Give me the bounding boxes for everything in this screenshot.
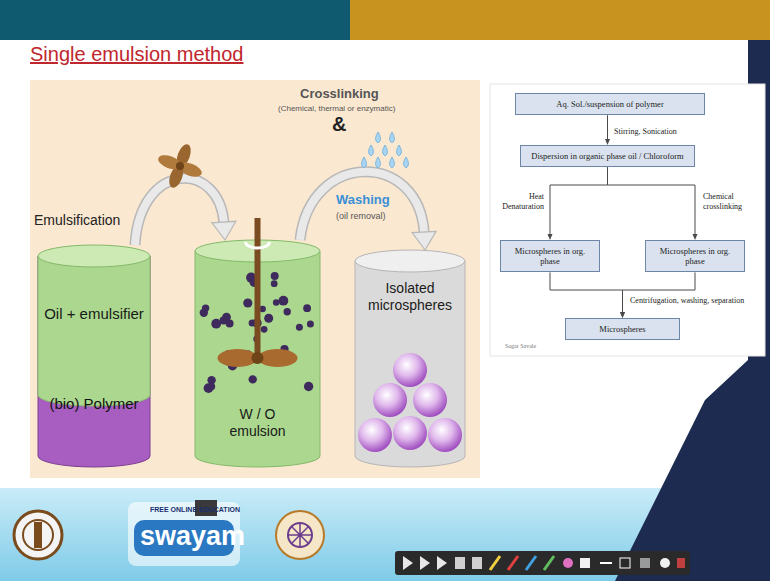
connector-line	[550, 167, 608, 234]
flow-connector	[608, 167, 698, 240]
flow-connector	[620, 272, 695, 318]
process-box: Dispersion in organic phase oil / Chloro…	[520, 145, 695, 167]
vessel-label: Isolated microspheres	[355, 280, 465, 314]
step-heading: Crosslinking	[300, 87, 379, 102]
microsphere-vessel: Isolated microspheres	[355, 250, 465, 467]
connector-line	[607, 115, 608, 139]
box-text: Aq. Sol./suspension of polymer	[521, 99, 699, 109]
connector-line	[608, 167, 696, 234]
process-box: Aq. Sol./suspension of polymer	[515, 93, 705, 115]
flow-connector	[548, 167, 608, 240]
top-bar	[0, 0, 350, 40]
vessel-label: (bio) Polymer	[38, 395, 150, 413]
flow-connector	[550, 272, 625, 318]
arrow-body	[300, 172, 424, 240]
arrow-body	[135, 178, 224, 245]
step-conjunction: &	[332, 113, 346, 136]
oil-polymer-vessel: Oil + emulsifier (bio) Polymer	[38, 245, 150, 467]
vessel-label: W / O emulsion	[195, 406, 320, 440]
arrow-outline	[300, 172, 424, 240]
illustration-panel	[30, 80, 480, 478]
edge-label: Centrifugation, washing, separation	[630, 296, 762, 306]
connector-line	[550, 272, 623, 312]
process-box: Microspheres	[565, 318, 680, 340]
edge-label: Chemical crosslinking	[703, 192, 761, 211]
box-text: Dispersion in organic phase oil / Chloro…	[526, 151, 689, 161]
water-drops	[362, 132, 409, 168]
vessel-label: Oil + emulsifier	[38, 305, 150, 323]
flow-connector	[605, 115, 610, 145]
step-note: (oil removal)	[336, 211, 386, 221]
step-heading: Washing	[336, 193, 390, 208]
logo-tagline: FREE ONLINE EDUCATION	[150, 506, 240, 514]
edge-label: Heat Denaturation	[492, 192, 544, 211]
connector-line	[623, 272, 696, 312]
box-text: Microspheres in org. phase	[506, 246, 594, 266]
arrow-outline	[135, 178, 224, 245]
process-box: Microspheres in org. phase	[500, 240, 600, 272]
cylinder-vessel	[38, 245, 150, 467]
stirrer-icon	[156, 142, 203, 189]
process-arrow	[300, 172, 436, 250]
process-arrow	[135, 178, 236, 245]
flowchart-panel	[490, 84, 765, 356]
step-note: (Chemical, thermal or enzymatic)	[278, 104, 395, 113]
arrow-head	[212, 221, 236, 240]
box-text: Microspheres in org. phase	[651, 246, 739, 266]
arrow-head	[412, 231, 436, 250]
box-text: Microspheres	[571, 324, 674, 334]
nptel-logo	[276, 511, 324, 559]
emulsion-vessel: W / O emulsion	[195, 240, 320, 467]
logo-wordmark: swayam	[140, 521, 245, 552]
institute-logo	[14, 511, 62, 559]
process-box: Microspheres in org. phase	[645, 240, 745, 272]
toolbar	[395, 551, 690, 575]
edge-label: Stirring, Sonication	[614, 127, 734, 137]
top-bar	[350, 0, 770, 40]
credit-text: Sagar Savale	[505, 343, 536, 350]
edge-label: Emulsification	[34, 212, 120, 228]
slide-title: Single emulsion method	[30, 43, 243, 66]
